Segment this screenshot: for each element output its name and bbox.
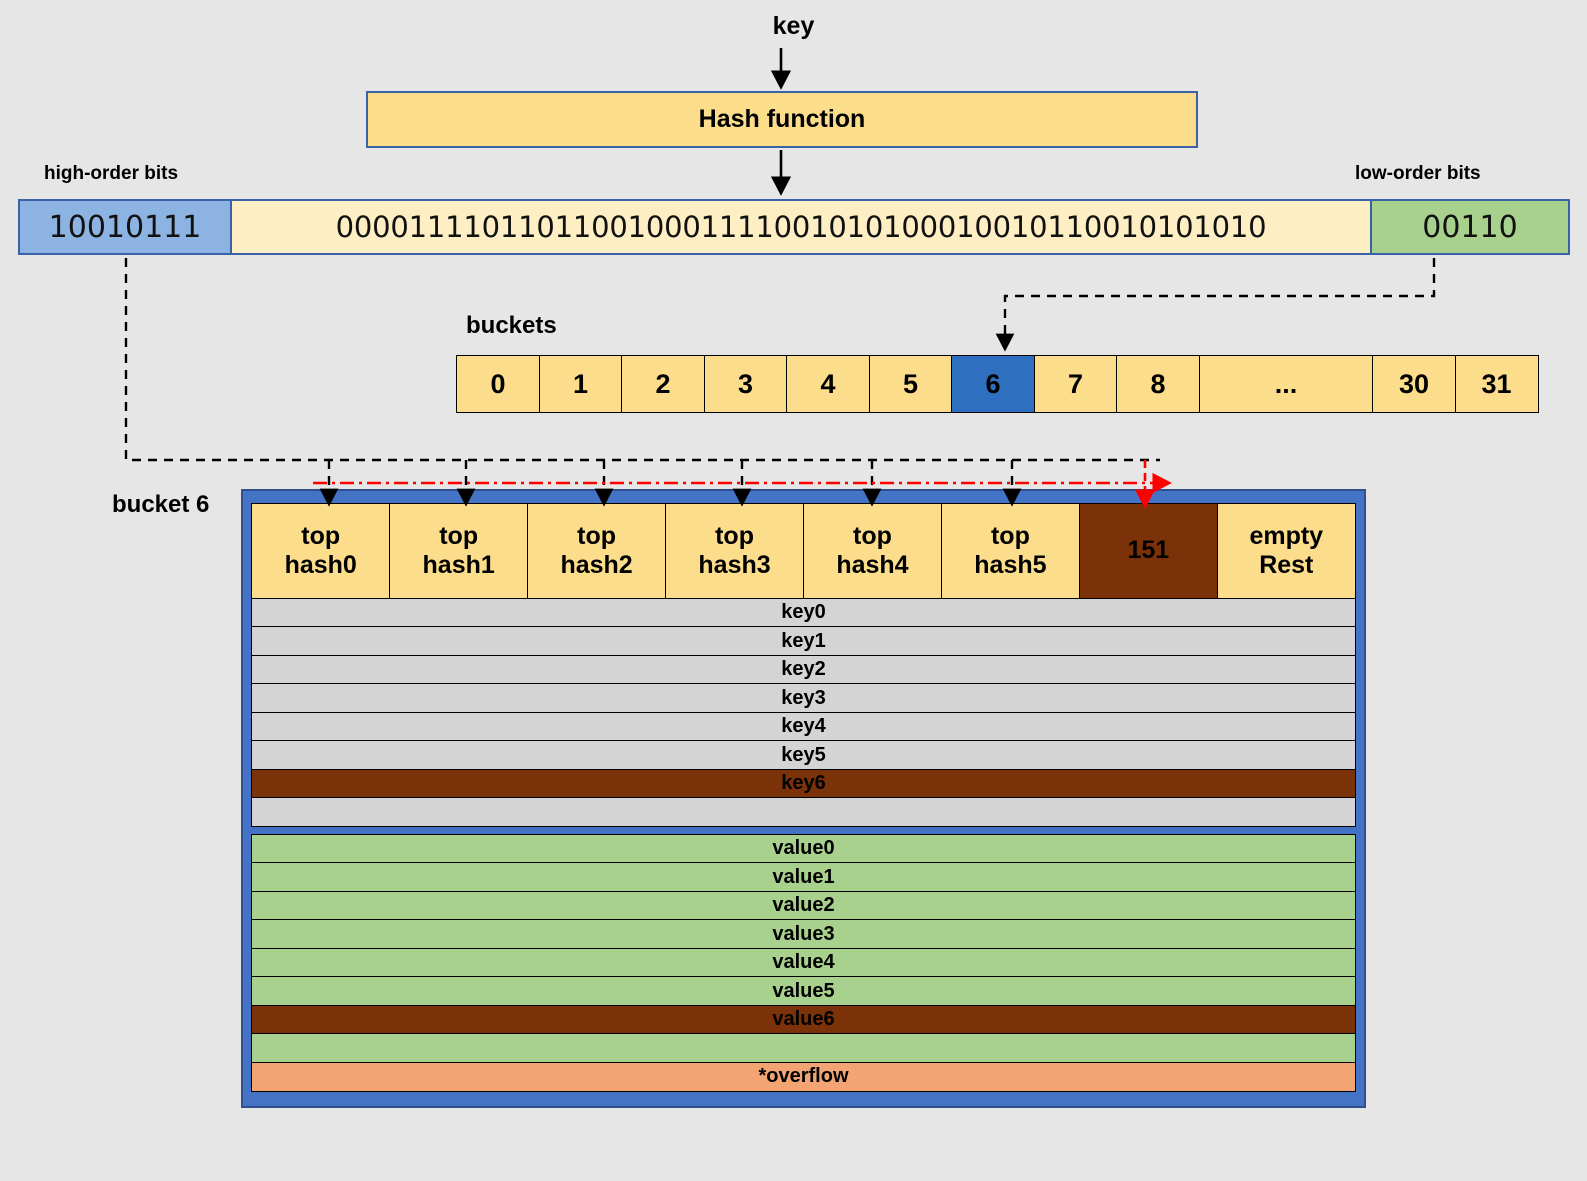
tophash-cell-line1: top bbox=[577, 521, 617, 550]
high-order-bits-cell: 10010111 bbox=[20, 201, 232, 253]
bucket-cell-label: 6 bbox=[985, 368, 1001, 399]
bucket-cell-label: 3 bbox=[737, 368, 754, 399]
tophash-cell-line2: Rest bbox=[1259, 551, 1314, 579]
value-row-value5[interactable]: value5 bbox=[251, 976, 1356, 1006]
hash-bits-row: 10010111 0000111101101100100011110010101… bbox=[18, 199, 1570, 255]
hash-function-box: Hash function bbox=[366, 91, 1198, 148]
tophash-cell-line2: hash2 bbox=[560, 551, 633, 579]
bucket-cell-31[interactable]: 31 bbox=[1454, 355, 1539, 413]
bucket-cell-2[interactable]: 2 bbox=[621, 355, 705, 413]
value-row-value4[interactable]: value4 bbox=[251, 947, 1356, 978]
value-row-value0[interactable]: value0 bbox=[251, 833, 1356, 864]
tophash-cell-line2: hash4 bbox=[836, 551, 909, 579]
bucket-cell-7[interactable]: 7 bbox=[1033, 355, 1118, 413]
low-order-bits-label: low-order bits bbox=[1355, 163, 1481, 184]
value-row-value3[interactable]: value3 bbox=[251, 919, 1356, 949]
bucket-cell-label: 5 bbox=[902, 368, 919, 399]
dashed-low-order-to-bucket6 bbox=[995, 258, 1436, 352]
tophash-cell-line1: top bbox=[301, 521, 341, 550]
tophash-cell-line1: top bbox=[990, 521, 1030, 550]
tophash-cell-line2: hash1 bbox=[422, 551, 495, 579]
bucket-cell-label: 31 bbox=[1481, 368, 1512, 399]
bucket-cell-label: 4 bbox=[820, 368, 836, 399]
tophash-cell-line2: hash5 bbox=[974, 551, 1047, 579]
bucket-cell-30[interactable]: 30 bbox=[1372, 355, 1456, 413]
key-row-key0[interactable]: key0 bbox=[251, 597, 1356, 628]
bucket-cell-ellipsis[interactable]: ... bbox=[1198, 355, 1374, 413]
bucket-cell-label: 0 bbox=[490, 368, 506, 399]
bucket-cell-label: 1 bbox=[572, 368, 589, 399]
tophash-cell-line1: top bbox=[853, 521, 892, 550]
value-row-empty-slot[interactable] bbox=[251, 1033, 1356, 1063]
bucket-cell-label: 8 bbox=[1150, 368, 1166, 399]
buckets-label: buckets bbox=[466, 312, 557, 339]
key-row-key4[interactable]: key4 bbox=[251, 711, 1356, 742]
key-row-key1[interactable]: key1 bbox=[251, 626, 1356, 656]
tophash-cell-line1: top bbox=[439, 521, 479, 550]
key-row-key6[interactable]: key6 bbox=[251, 768, 1356, 799]
bucket-cell-label: 30 bbox=[1398, 368, 1430, 399]
low-order-bits-cell: 00110 bbox=[1370, 201, 1568, 253]
key-row-empty-slot[interactable] bbox=[251, 797, 1356, 827]
tophash-cell-line1: empty bbox=[1249, 521, 1324, 550]
overflow-row: *overflow bbox=[251, 1061, 1356, 1092]
bucket-cell-5[interactable]: 5 bbox=[868, 355, 953, 413]
high-order-bits-label: high-order bits bbox=[44, 163, 179, 184]
middle-bits-cell: 0000111101101100100011110010101000100101… bbox=[232, 201, 1370, 253]
key-label: key bbox=[772, 12, 815, 40]
bucket6-label: bucket 6 bbox=[112, 491, 210, 518]
key-row-key5[interactable]: key5 bbox=[251, 740, 1356, 770]
bucket-cell-label: ... bbox=[1274, 368, 1298, 399]
bucket-cell-4[interactable]: 4 bbox=[786, 355, 870, 413]
bucket-cell-label: 7 bbox=[1067, 368, 1084, 399]
bucket-cell-label: 2 bbox=[655, 368, 671, 399]
tophash-cell-matched[interactable]: 151 bbox=[1078, 503, 1219, 599]
bucket-cell-6[interactable]: 6 bbox=[951, 355, 1035, 413]
buckets-row: 0 1 2 3 4 5 6 7 8... 30 31 bbox=[456, 355, 1539, 413]
tophash-cell-line1: top bbox=[715, 521, 754, 550]
bucket-cell-8[interactable]: 8 bbox=[1116, 355, 1200, 413]
tophash-cell-line2: hash3 bbox=[698, 551, 771, 579]
tophash-cell-line2: hash0 bbox=[284, 551, 357, 579]
tophash-cell-line2: 151 bbox=[1127, 536, 1170, 565]
value-row-value6[interactable]: value6 bbox=[251, 1004, 1356, 1035]
key-row-key2[interactable]: key2 bbox=[251, 654, 1356, 685]
bucket-cell-1[interactable]: 1 bbox=[538, 355, 623, 413]
key-row-key3[interactable]: key3 bbox=[251, 683, 1356, 713]
bucket-cell-0[interactable]: 0 bbox=[456, 355, 540, 413]
value-row-value2[interactable]: value2 bbox=[251, 890, 1356, 921]
bucket-cell-3[interactable]: 3 bbox=[703, 355, 788, 413]
value-row-value1[interactable]: value1 bbox=[251, 862, 1356, 892]
